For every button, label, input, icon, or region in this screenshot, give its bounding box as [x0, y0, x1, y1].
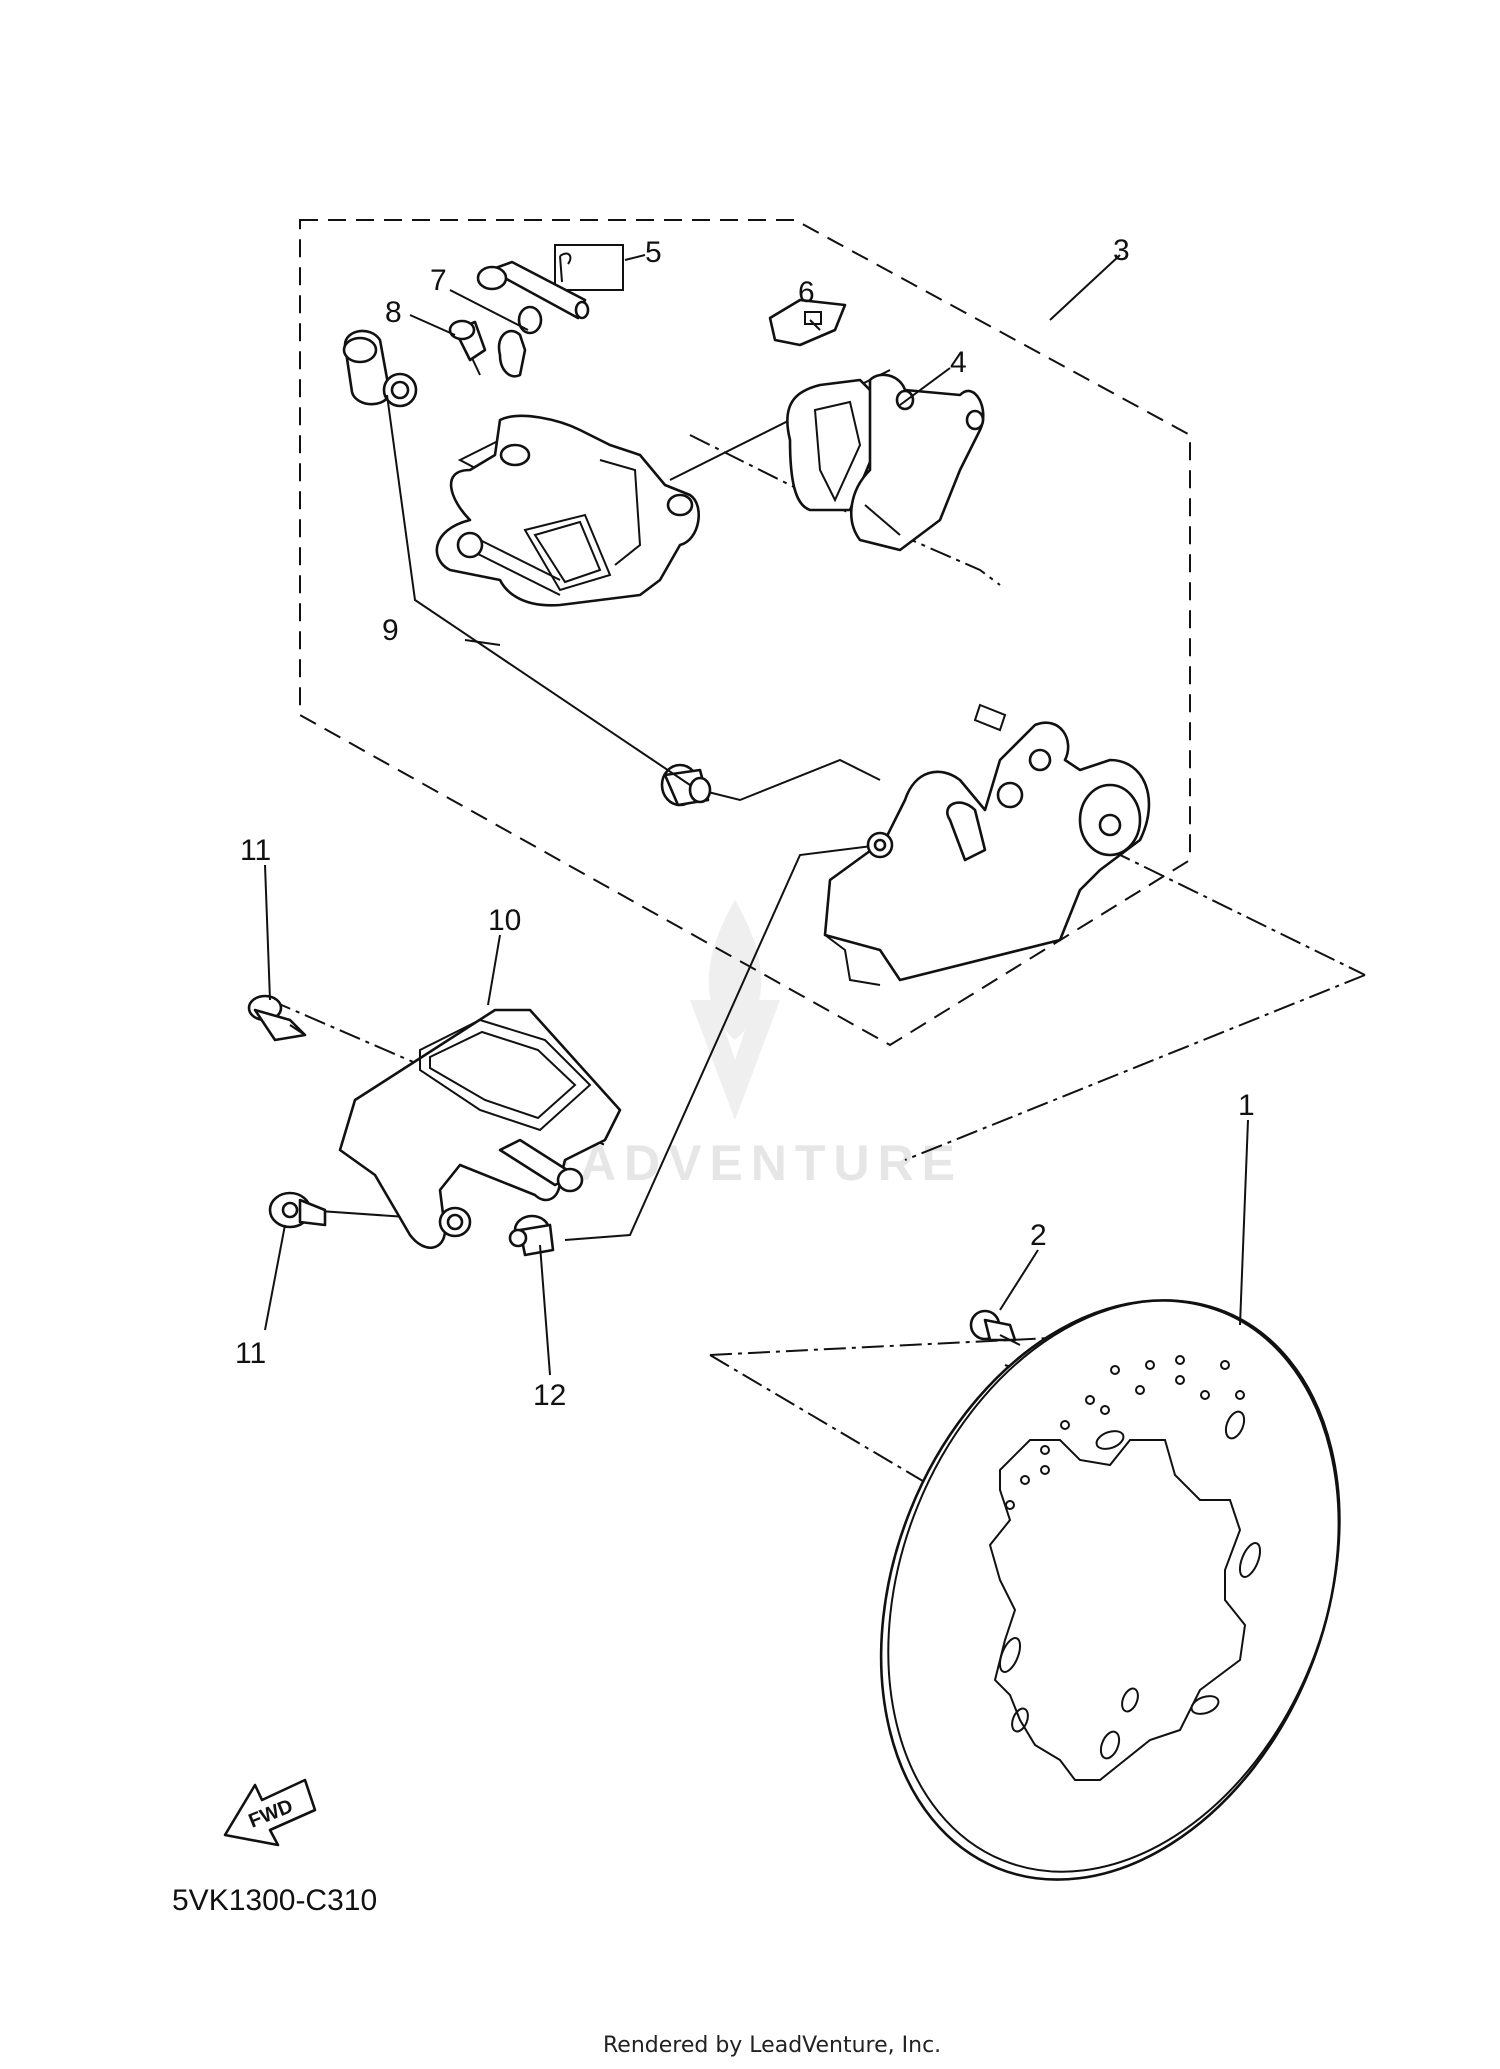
callout-10: 10	[488, 904, 521, 937]
part-4-brake-pads	[786, 373, 985, 552]
part-11-bolt-upper	[247, 994, 307, 1042]
part-12-collar	[508, 1214, 555, 1257]
part-bleed-bracket	[497, 305, 543, 378]
callout-7: 7	[430, 264, 447, 297]
part-2-disc-bolt	[969, 1309, 1021, 1346]
callout-6: 6	[798, 276, 815, 309]
part-11-bolt-lower	[268, 1191, 327, 1229]
caliper-body	[435, 414, 700, 607]
part-10-brake-guard	[338, 1008, 622, 1250]
part-5-pad-pin-clip	[554, 244, 624, 291]
callout-12: 12	[533, 1379, 566, 1412]
part-1-brake-disc	[879, 1299, 1341, 1881]
callout-5: 5	[645, 236, 662, 269]
caliper-support-bracket	[823, 703, 1151, 986]
callout-4: 4	[950, 346, 967, 379]
diagram-code: 5VK1300-C310	[172, 1884, 377, 1917]
part-6-pad-spring	[768, 298, 847, 347]
callout-2: 2	[1030, 1219, 1047, 1252]
callout-labels: 3 5 7 8 6 4 9 11 10 1 2 11 12	[235, 234, 1255, 1412]
footer-credit: Rendered by LeadVenture, Inc.	[603, 2033, 941, 2058]
watermark: LEADVENTURE	[500, 900, 955, 1191]
fwd-arrow-icon: FWD	[223, 1778, 317, 1847]
part-9-bolt	[342, 329, 418, 408]
part-9-collar	[660, 763, 712, 807]
relation-lines	[269, 369, 1366, 1501]
callout-1: 1	[1238, 1089, 1255, 1122]
callout-8: 8	[385, 296, 402, 329]
callout-9: 9	[382, 614, 399, 647]
part-8-bleed-screw	[448, 319, 487, 376]
callout-11-lower: 11	[235, 1337, 266, 1370]
callout-11-upper: 11	[240, 834, 271, 867]
callout-leaders	[264, 254, 1249, 1376]
callout-3: 3	[1113, 234, 1130, 267]
part-7-pad-pin	[476, 260, 590, 320]
